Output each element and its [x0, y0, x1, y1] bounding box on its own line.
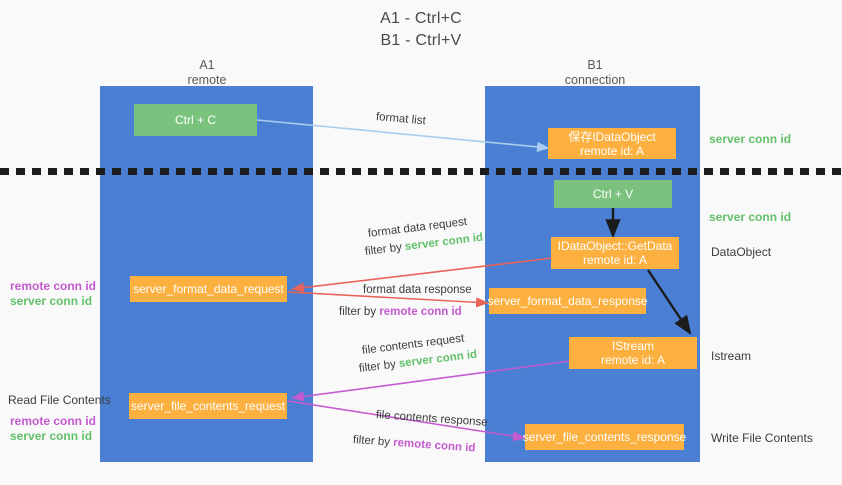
- edge-label-format-data-response-filter-pre: filter by: [339, 306, 380, 318]
- node-save-idataobject-line2: remote id: A: [579, 143, 645, 158]
- right-label-server-conn-id-1: server conn id: [709, 132, 792, 146]
- node-server-file-contents-request-label: server_file_contents_request: [130, 399, 286, 413]
- node-idataobject-getdata[interactable]: IDataObject::GetData remote id: A: [551, 237, 679, 269]
- left-label-server-conn-id-2: server conn id: [10, 429, 93, 443]
- node-save-idataobject-line1: 保存IDataObject: [568, 129, 656, 144]
- diagram-title-line1: A1 - Ctrl+C: [380, 10, 462, 27]
- node-server-format-data-response[interactable]: server_format_data_response: [487, 288, 648, 314]
- node-server-format-data-request[interactable]: server_format_data_request: [130, 276, 287, 302]
- edge-label-format-data-response: format data response: [363, 284, 472, 296]
- edge-label-file-contents-request-filter-pre: filter by: [358, 358, 400, 375]
- right-label-dataobject: DataObject: [711, 245, 772, 259]
- edge-label-format-data-request-filter-key: server conn id: [404, 231, 484, 254]
- edge-label-format-data-request-filter-pre: filter by: [364, 241, 406, 258]
- column-header-a1-sub: remote: [187, 73, 227, 87]
- node-server-format-data-response-label: server_format_data_response: [487, 294, 648, 308]
- node-save-idataobject[interactable]: 保存IDataObject remote id: A: [548, 128, 676, 159]
- column-header-a1: A1 remote: [97, 58, 317, 88]
- node-ctrl-v-label: Ctrl + V: [592, 187, 634, 201]
- separator-dashed-line: [0, 168, 842, 175]
- node-idataobject-getdata-line2: remote id: A: [582, 253, 648, 267]
- edge-label-file-contents-response-filter: filter by remote conn id: [353, 434, 476, 455]
- edge-label-format-data-response-filter-key: remote conn id: [379, 306, 462, 318]
- node-ctrl-c-label: Ctrl + C: [174, 113, 216, 127]
- column-header-b1: B1 connection: [485, 58, 705, 88]
- node-server-file-contents-request[interactable]: server_file_contents_request: [129, 393, 287, 419]
- edge-label-file-contents-response-filter-key: remote conn id: [392, 436, 476, 455]
- left-label-read-file-contents: Read File Contents: [8, 393, 111, 407]
- left-label-server-conn-id-1: server conn id: [10, 294, 93, 308]
- edge-label-file-contents-response-filter-pre: filter by: [352, 434, 394, 449]
- node-istream[interactable]: IStream remote id: A: [569, 337, 697, 369]
- left-label-remote-conn-id-2: remote conn id: [10, 414, 97, 428]
- node-istream-line2: remote id: A: [600, 353, 666, 367]
- edge-label-file-contents-request-filter-key: server conn id: [398, 348, 478, 371]
- right-label-istream: Istream: [711, 349, 752, 363]
- right-label-write-file-contents: Write File Contents: [711, 431, 813, 445]
- edge-label-file-contents-response: file contents response: [375, 409, 489, 429]
- left-label-remote-conn-id-1: remote conn id: [10, 279, 97, 293]
- column-header-a1-name: A1: [199, 58, 215, 72]
- right-label-server-conn-id-2: server conn id: [709, 210, 792, 224]
- edge-label-format-data-response-filter: filter by remote conn id: [339, 306, 462, 318]
- node-server-format-data-request-label: server_format_data_request: [133, 282, 284, 296]
- node-server-file-contents-response-label: server_file_contents_response: [522, 430, 687, 444]
- node-ctrl-v[interactable]: Ctrl + V: [554, 180, 672, 208]
- node-istream-line1: IStream: [611, 339, 654, 353]
- node-idataobject-getdata-line1: IDataObject::GetData: [557, 239, 673, 253]
- column-header-b1-sub: connection: [564, 73, 626, 87]
- node-ctrl-c[interactable]: Ctrl + C: [134, 104, 257, 136]
- column-header-b1-name: B1: [587, 58, 603, 72]
- edge-label-format-list: format list: [375, 111, 427, 128]
- node-server-file-contents-response[interactable]: server_file_contents_response: [522, 424, 687, 450]
- diagram-title-line2: B1 - Ctrl+V: [380, 32, 462, 49]
